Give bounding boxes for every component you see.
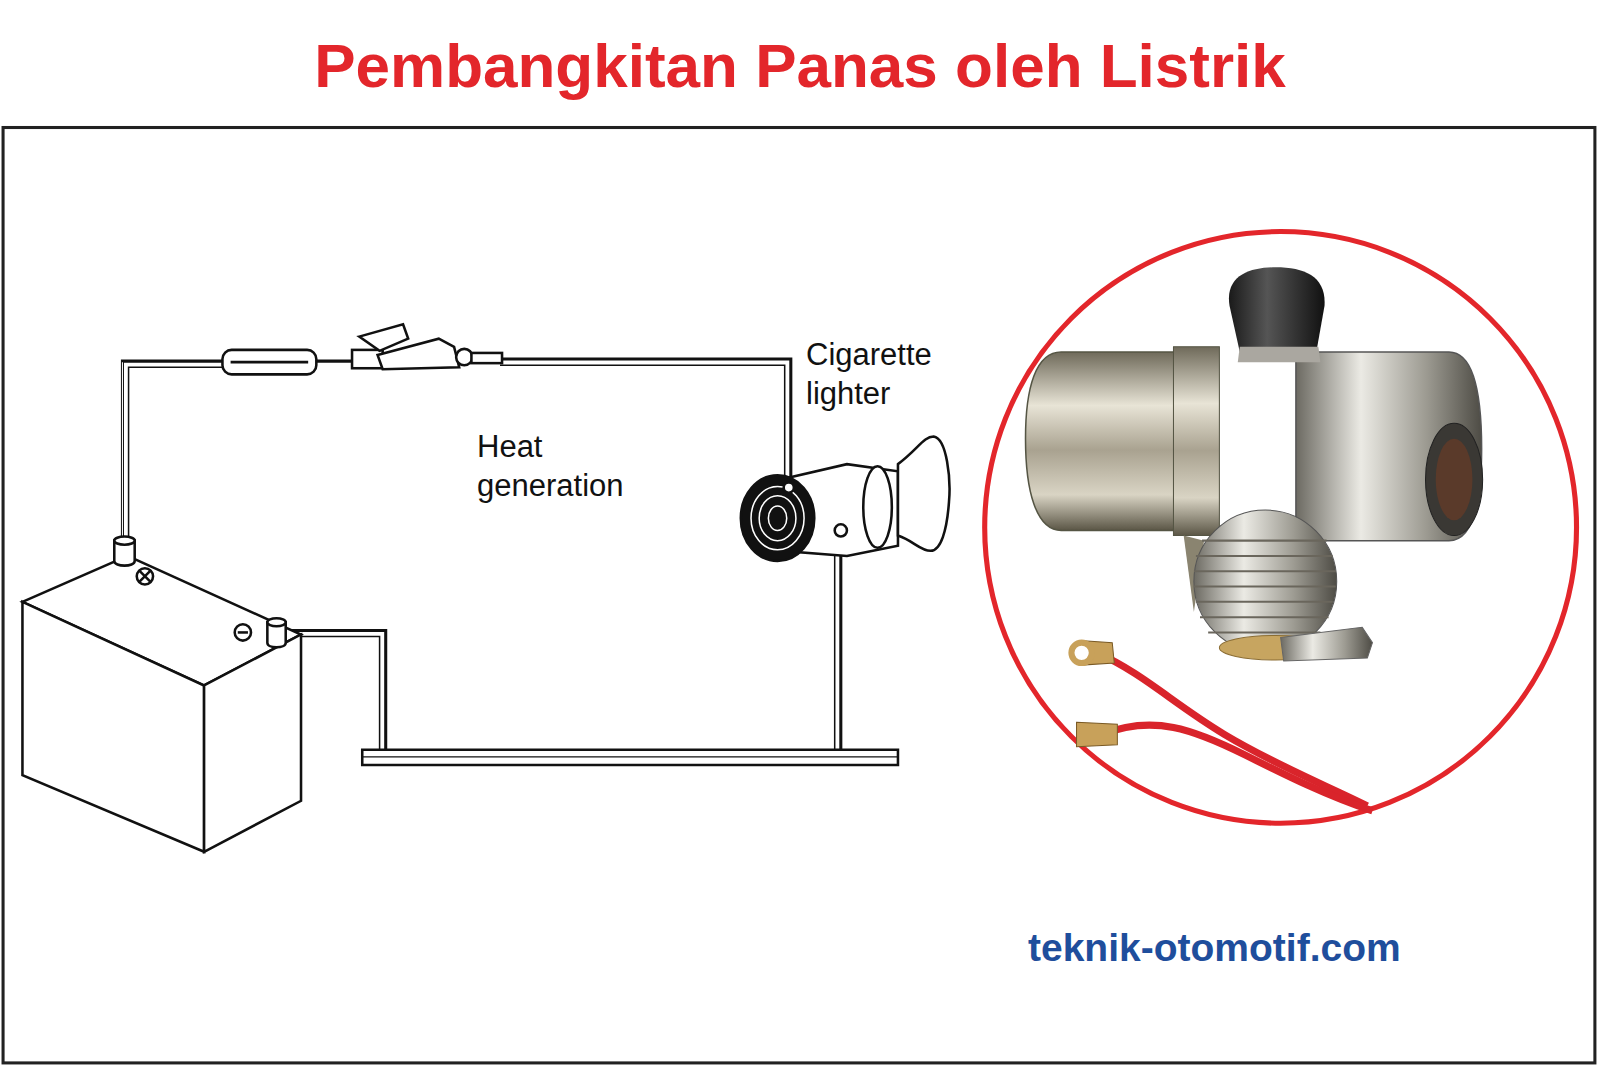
lighter-photo — [1026, 267, 1483, 811]
battery-symbol — [22, 537, 301, 852]
switch-symbol — [352, 324, 502, 369]
part-label: Cigarette lighter — [806, 336, 1006, 414]
title: Pembangkitan Panas oleh Listrik — [0, 32, 1600, 100]
ground-bar — [362, 750, 898, 765]
part-label: Heat generation — [477, 428, 677, 506]
frame — [3, 128, 1595, 1063]
fuse-symbol — [222, 350, 316, 374]
photo-circle — [985, 232, 1577, 824]
cigarette-lighter-drawing — [741, 437, 950, 561]
watermark: teknik-otomotif.com — [1028, 925, 1401, 972]
